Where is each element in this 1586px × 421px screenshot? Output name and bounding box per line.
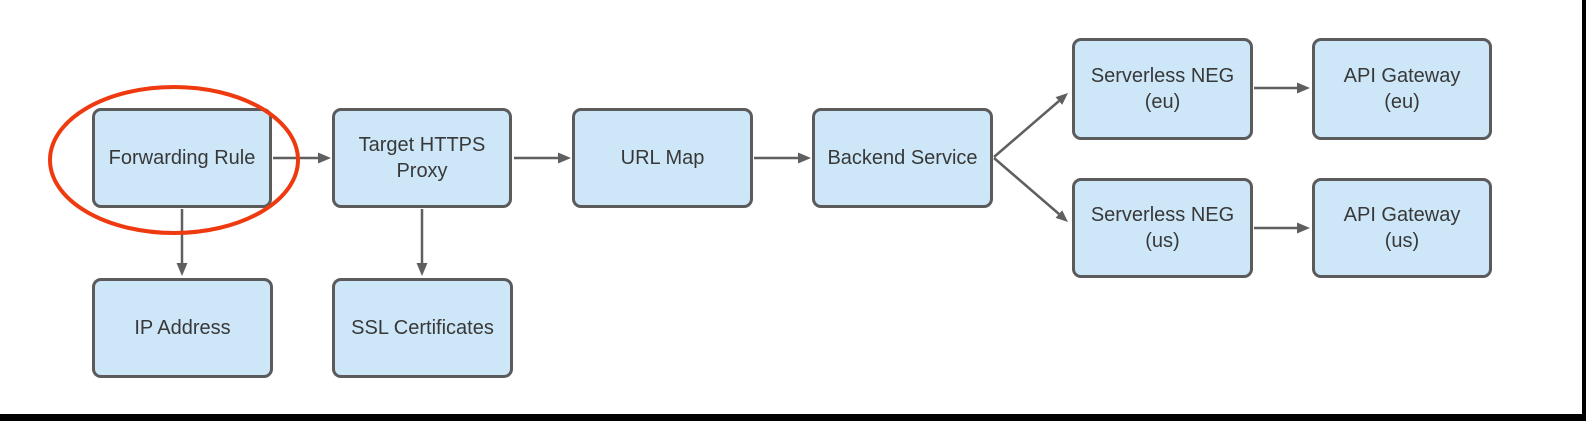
node-serverless-neg-us-label: Serverless NEG (us) [1075,202,1250,254]
frame-right-edge [1582,0,1586,421]
node-label-line: Backend Service [827,147,978,169]
node-target-https-proxy-label: Target HTTPS Proxy [335,132,509,184]
edge-backend-service-to-serverless-neg-us [993,157,1068,222]
node-serverless-neg-eu-label: Serverless NEG (eu) [1075,63,1250,115]
node-ssl-certificates: SSL Certificates [332,278,513,378]
node-label-line: (eu) [1384,91,1420,113]
node-target-https-proxy: Target HTTPS Proxy [332,108,512,208]
node-api-gateway-eu-label: API Gateway (eu) [1315,63,1489,115]
edge-forwarding-rule-to-ip-address [176,209,188,276]
edge-target-https-proxy-to-ssl-certificates [416,209,428,276]
edge-backend-service-to-serverless-neg-eu [993,93,1068,158]
edge-serverless-neg-eu-to-api-gateway-eu [1254,82,1310,94]
node-api-gateway-us-label: API Gateway (us) [1315,202,1489,254]
node-api-gateway-eu: API Gateway (eu) [1312,38,1492,140]
node-label-line: Proxy [396,160,448,182]
node-label-line: IP Address [134,317,231,339]
frame-bottom-edge [0,414,1586,421]
node-label-line: Forwarding Rule [108,147,256,169]
node-ssl-certificates-label: SSL Certificates [335,315,510,341]
node-label-line: SSL Certificates [351,317,494,339]
node-ip-address: IP Address [92,278,273,378]
node-serverless-neg-us: Serverless NEG (us) [1072,178,1253,278]
node-label-line: Serverless NEG [1090,204,1235,226]
node-label-line: Serverless NEG [1090,65,1235,87]
node-url-map: URL Map [572,108,753,208]
node-label-line: (eu) [1144,91,1181,113]
node-url-map-label: URL Map [575,145,750,171]
node-label-line: API Gateway [1343,65,1461,87]
node-backend-service-label: Backend Service [815,145,990,171]
edge-serverless-neg-us-to-api-gateway-us [1254,222,1310,234]
node-label-line: (us) [1384,230,1420,252]
edge-target-https-proxy-to-url-map [514,152,571,164]
node-backend-service: Backend Service [812,108,993,208]
node-label-line: (us) [1145,230,1180,252]
node-api-gateway-us: API Gateway (us) [1312,178,1492,278]
node-forwarding-rule-label: Forwarding Rule [95,145,269,171]
node-label-line: Target HTTPS [358,134,486,156]
node-serverless-neg-eu: Serverless NEG (eu) [1072,38,1253,140]
node-label-line: API Gateway [1343,204,1461,226]
node-ip-address-label: IP Address [95,315,270,341]
node-forwarding-rule: Forwarding Rule [92,108,272,208]
edge-forwarding-rule-to-target-https-proxy [273,152,331,164]
edge-url-map-to-backend-service [754,152,811,164]
node-label-line: URL Map [620,147,705,169]
